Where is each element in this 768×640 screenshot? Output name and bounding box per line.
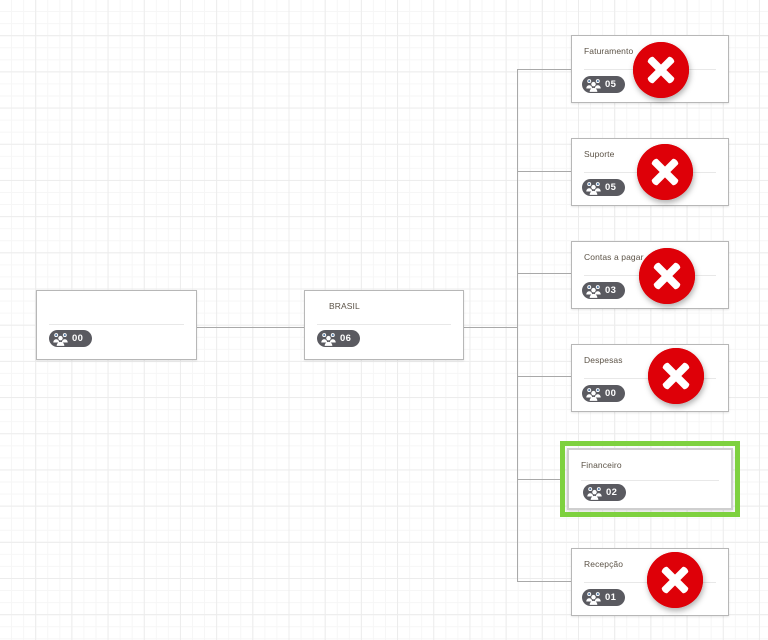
connector-trunk-to-suporte bbox=[517, 171, 572, 172]
users-group-icon bbox=[586, 387, 601, 401]
connector-trunk-to-recepcao bbox=[517, 581, 572, 582]
remove-x-icon bbox=[647, 552, 703, 608]
node-divider bbox=[49, 324, 184, 325]
remove-x-icon bbox=[648, 348, 704, 404]
employee-count: 03 bbox=[605, 284, 617, 296]
employee-count-badge[interactable]: 01 bbox=[582, 589, 626, 606]
users-group-icon bbox=[586, 284, 601, 298]
org-node-title: Suporte bbox=[584, 149, 615, 159]
employee-count-badge[interactable]: 02 bbox=[583, 484, 627, 501]
employee-count-badge[interactable]: 00 bbox=[582, 385, 626, 402]
remove-node-button-suporte[interactable] bbox=[637, 144, 693, 200]
remove-x-icon bbox=[633, 42, 689, 98]
connector-trunk-to-contas-a-pagar bbox=[517, 273, 572, 274]
org-node-root[interactable]: 00 bbox=[36, 290, 197, 360]
employee-count: 02 bbox=[606, 486, 618, 498]
employee-count-badge[interactable]: 00 bbox=[49, 330, 93, 347]
employee-count-badge[interactable]: 05 bbox=[582, 76, 626, 93]
employee-count-badge[interactable]: 05 bbox=[582, 179, 626, 196]
employee-count-badge[interactable]: 03 bbox=[582, 282, 626, 299]
remove-node-button-despesas[interactable] bbox=[648, 348, 704, 404]
employee-count: 01 bbox=[605, 591, 617, 603]
org-node-title: Financeiro bbox=[581, 460, 622, 470]
connector-brasil-to-trunk bbox=[464, 327, 518, 328]
connector-trunk-to-financeiro bbox=[517, 479, 560, 480]
users-group-icon bbox=[586, 591, 601, 605]
node-divider bbox=[581, 480, 719, 481]
users-group-icon bbox=[586, 181, 601, 195]
connector-trunk-to-despesas bbox=[517, 376, 572, 377]
org-node-title: Faturamento bbox=[584, 46, 634, 56]
users-group-icon bbox=[586, 78, 601, 92]
employee-count: 00 bbox=[72, 332, 84, 344]
org-node-financeiro[interactable]: Financeiro 02 bbox=[560, 441, 740, 517]
org-node-title: BRASIL bbox=[329, 301, 360, 311]
remove-node-button-contas-a-pagar[interactable] bbox=[639, 248, 695, 304]
remove-x-icon bbox=[639, 248, 695, 304]
org-node-brasil[interactable]: BRASIL 06 bbox=[304, 290, 464, 360]
users-group-icon bbox=[53, 332, 68, 346]
node-divider bbox=[317, 324, 451, 325]
org-node-title: Contas a pagar bbox=[584, 252, 644, 262]
employee-count: 05 bbox=[605, 181, 617, 193]
org-node-title: Despesas bbox=[584, 355, 623, 365]
connector-trunk-to-faturamento bbox=[517, 69, 572, 70]
users-group-icon bbox=[321, 332, 336, 346]
employee-count-badge[interactable]: 06 bbox=[317, 330, 361, 347]
remove-node-button-recepcao[interactable] bbox=[647, 552, 703, 608]
employee-count: 06 bbox=[340, 332, 352, 344]
employee-count: 00 bbox=[605, 387, 617, 399]
org-node-title: Recepção bbox=[584, 559, 624, 569]
remove-x-icon bbox=[637, 144, 693, 200]
employee-count: 05 bbox=[605, 78, 617, 90]
connector-root-to-brasil bbox=[197, 327, 304, 328]
users-group-icon bbox=[587, 486, 602, 500]
connector-trunk-vertical bbox=[517, 69, 518, 582]
remove-node-button-faturamento[interactable] bbox=[633, 42, 689, 98]
